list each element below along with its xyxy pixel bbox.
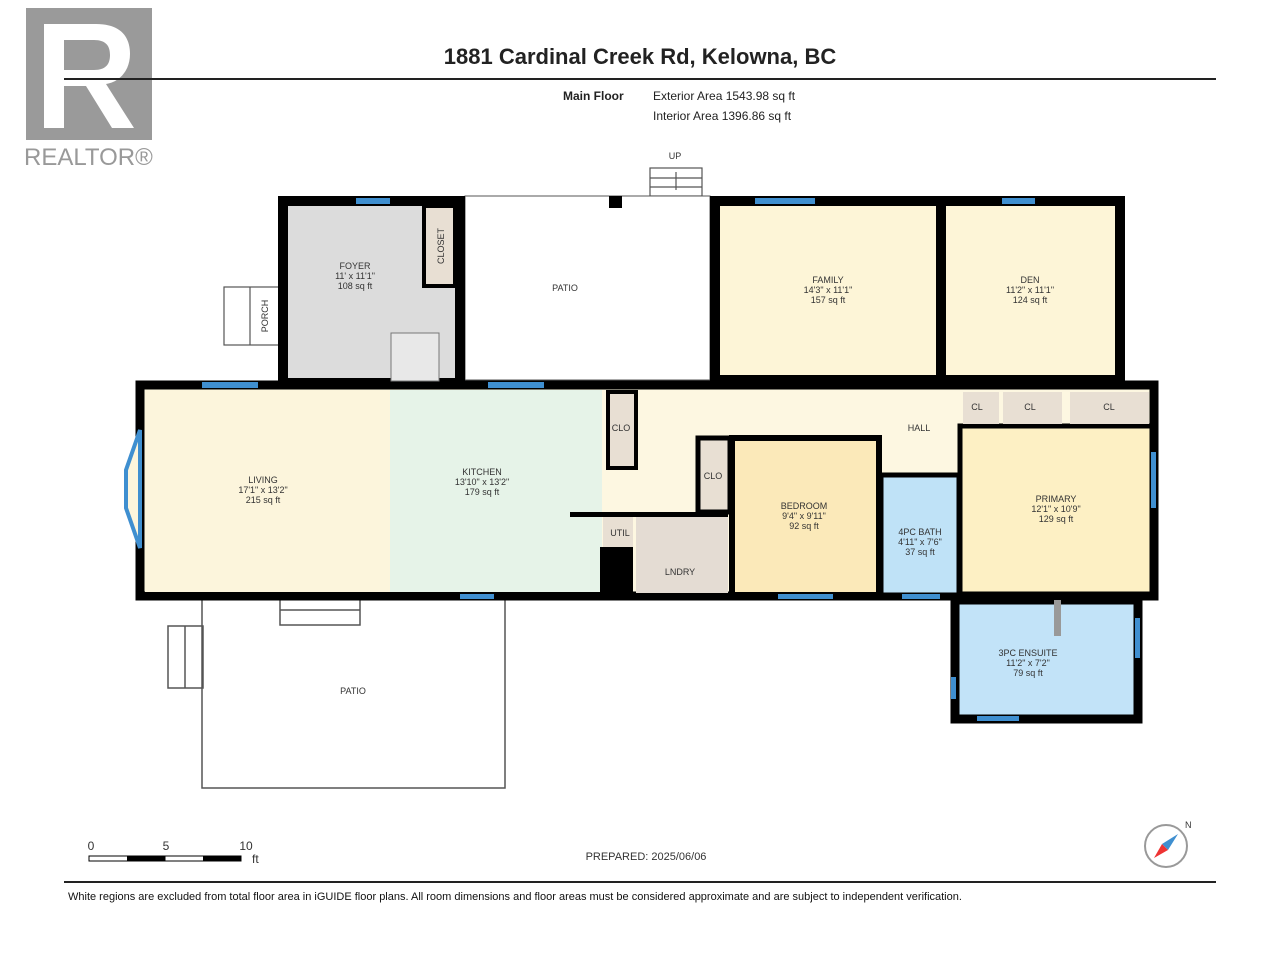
family-dim: 14'3" x 11'1" bbox=[804, 285, 853, 295]
scale-unit: ft bbox=[252, 852, 259, 866]
interior-area: Interior Area 1396.86 sq ft bbox=[653, 109, 792, 123]
patio-bottom-label: PATIO bbox=[340, 686, 366, 696]
compass-n: N bbox=[1185, 820, 1192, 830]
bedroom-name: BEDROOM bbox=[781, 501, 828, 511]
clo-2 bbox=[695, 435, 733, 515]
living-name: LIVING bbox=[248, 475, 278, 485]
primary-name: PRIMARY bbox=[1036, 494, 1077, 504]
living-dim: 17'1" x 13'2" bbox=[238, 485, 287, 495]
kitchen-dim: 13'10" x 13'2" bbox=[455, 477, 509, 487]
exterior-area: Exterior Area 1543.98 sq ft bbox=[653, 89, 796, 103]
kitchen-name: KITCHEN bbox=[462, 467, 502, 477]
scale-5: 5 bbox=[163, 839, 170, 853]
patio-bottom bbox=[167, 594, 506, 789]
porch bbox=[223, 286, 281, 346]
primary-dim: 12'1" x 10'9" bbox=[1031, 504, 1080, 514]
logo-text: REALTOR® bbox=[24, 144, 153, 171]
realtor-r-icon bbox=[26, 8, 152, 140]
room-living bbox=[145, 390, 390, 592]
patio-top-label: PATIO bbox=[552, 283, 578, 293]
foyer-name: FOYER bbox=[339, 261, 371, 271]
ensuite-name: 3PC ENSUITE bbox=[998, 648, 1057, 658]
kitchen-area: 179 sq ft bbox=[465, 487, 500, 497]
partition bbox=[1054, 600, 1061, 636]
primary-area: 129 sq ft bbox=[1039, 514, 1074, 524]
room-primary bbox=[957, 423, 1155, 597]
bedroom-area: 92 sq ft bbox=[789, 521, 819, 531]
clo-1 bbox=[606, 390, 638, 470]
cl-2 bbox=[1003, 392, 1062, 424]
windows bbox=[202, 198, 1156, 721]
closet-label: CLOSET bbox=[436, 227, 446, 264]
compass-icon bbox=[1144, 824, 1188, 868]
bath-name: 4PC BATH bbox=[898, 527, 941, 537]
stairs bbox=[390, 332, 440, 382]
cl-3 bbox=[1070, 392, 1149, 424]
bedroom-dim: 9'4" x 9'11" bbox=[782, 511, 826, 521]
divider bbox=[64, 78, 1216, 80]
scale-10: 10 bbox=[239, 839, 253, 853]
ensuite-dim: 11'2" x 7'2" bbox=[1006, 658, 1050, 668]
den-dim: 11'2" x 11'1" bbox=[1006, 285, 1054, 295]
patio-top bbox=[464, 195, 711, 381]
floor-name: Main Floor bbox=[563, 89, 624, 103]
scale-0: 0 bbox=[88, 839, 95, 853]
den-area: 124 sq ft bbox=[1013, 295, 1048, 305]
util-label: UTIL bbox=[610, 528, 630, 538]
room-den bbox=[936, 196, 1125, 385]
stairs-up bbox=[649, 167, 703, 197]
disclaimer: White regions are excluded from total fl… bbox=[68, 891, 962, 903]
room-bedroom bbox=[729, 435, 882, 598]
clo-2-label: CLO bbox=[704, 471, 723, 481]
prepared-date: PREPARED: 2025/06/06 bbox=[586, 851, 707, 863]
page-title: 1881 Cardinal Creek Rd, Kelowna, BC bbox=[443, 44, 837, 69]
room-family bbox=[710, 196, 946, 385]
cl-2-label: CL bbox=[1024, 402, 1036, 412]
porch-label: PORCH bbox=[260, 300, 270, 333]
hall-label: HALL bbox=[908, 423, 931, 433]
room-ensuite bbox=[950, 595, 1143, 724]
foyer-dim: 11' x 11'1" bbox=[335, 271, 375, 281]
bath-area: 37 sq ft bbox=[905, 547, 935, 557]
room-kitchen bbox=[390, 390, 602, 592]
foyer-area: 108 sq ft bbox=[338, 281, 373, 291]
living-area: 215 sq ft bbox=[246, 495, 281, 505]
wall-block bbox=[600, 547, 633, 594]
bay-window bbox=[124, 429, 142, 549]
realtor-logo: REALTOR® bbox=[24, 8, 154, 171]
cl-3-label: CL bbox=[1103, 402, 1115, 412]
divider bbox=[64, 881, 1216, 883]
util bbox=[603, 517, 633, 547]
clo-1-label: CLO bbox=[612, 423, 631, 433]
family-name: FAMILY bbox=[812, 275, 843, 285]
wall bbox=[570, 512, 728, 517]
post bbox=[609, 196, 622, 208]
closet bbox=[422, 204, 457, 288]
den-name: DEN bbox=[1020, 275, 1039, 285]
family-area: 157 sq ft bbox=[811, 295, 846, 305]
cl-1 bbox=[963, 392, 999, 424]
up-label: UP bbox=[669, 151, 682, 161]
scale-bar bbox=[88, 855, 242, 862]
bath-dim: 4'11" x 7'6" bbox=[898, 537, 942, 547]
lndry bbox=[636, 517, 728, 593]
lndry-label: LNDRY bbox=[665, 567, 695, 577]
ensuite-area: 79 sq ft bbox=[1013, 668, 1043, 678]
cl-1-label: CL bbox=[971, 402, 983, 412]
